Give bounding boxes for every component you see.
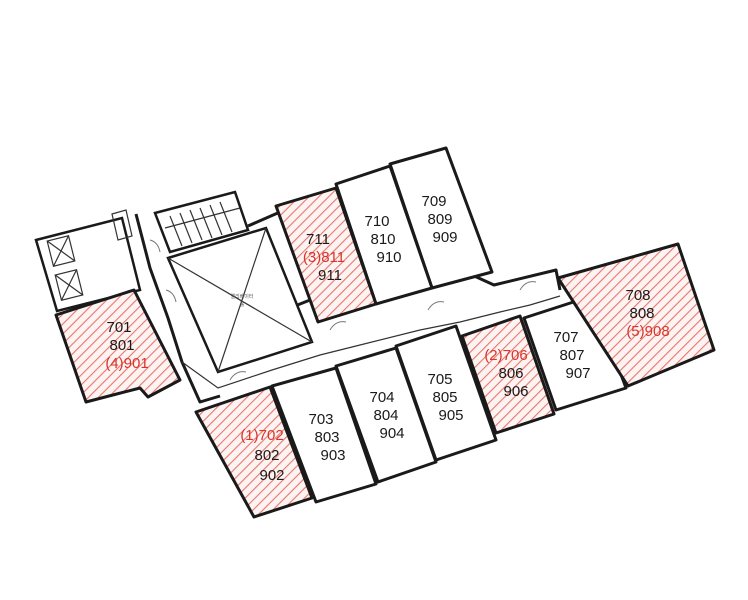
room-704-line-1: 704	[369, 389, 394, 406]
room-705-line-3: 905	[438, 407, 463, 424]
room-706: (2)706 806 906	[460, 314, 556, 435]
room-702-line-2: 802	[254, 447, 279, 464]
room-707-line-3: 907	[565, 365, 590, 382]
room-709-line-1: 709	[421, 193, 446, 210]
room-708-line-1: 708	[625, 287, 650, 304]
room-705-line-2: 805	[432, 389, 457, 406]
room-701-line-3: (4)901	[105, 355, 148, 372]
room-709-line-2: 809	[427, 211, 452, 228]
room-708-line-2: 808	[629, 305, 654, 322]
room-703-line-1: 703	[308, 411, 333, 428]
room-710-line-1: 710	[364, 213, 389, 230]
room-706-line-3: 906	[503, 383, 528, 400]
stairwell	[153, 190, 250, 254]
room-711-line-2: (3)811	[303, 249, 345, 266]
room-701: 701 801 (4)901	[54, 288, 182, 404]
room-711-line-3: 911	[318, 267, 342, 284]
room-703: 703 803 903	[270, 366, 378, 504]
room-705-line-1: 705	[427, 371, 452, 388]
svg-text:홀: 홀	[240, 301, 245, 308]
room-706-line-2: 806	[498, 365, 523, 382]
room-707-line-2: 807	[559, 347, 584, 364]
svg-text:엘리베이터: 엘리베이터	[230, 293, 253, 300]
room-711-line-1: 711	[306, 231, 330, 248]
room-708: 708 808 (5)908	[556, 242, 716, 388]
room-702-line-3: 902	[259, 467, 284, 484]
room-705: 705 805 905	[394, 324, 498, 462]
room-703-line-3: 903	[320, 447, 345, 464]
room-703-line-2: 803	[314, 429, 339, 446]
room-701-line-2: 801	[109, 337, 134, 354]
room-706-line-1: (2)706	[484, 347, 527, 364]
atrium: 엘리베이터 홀	[166, 226, 314, 374]
room-704-line-2: 804	[373, 407, 398, 424]
elevator-block	[34, 209, 142, 313]
room-709-line-3: 909	[432, 229, 457, 246]
room-701-line-1: 701	[106, 319, 131, 336]
room-710-line-3: 910	[376, 249, 401, 266]
room-702-line-1: (1)702	[240, 427, 283, 444]
room-707-line-1: 707	[553, 329, 578, 346]
room-711: 711 (3)811 911	[274, 186, 378, 324]
room-710-line-2: 810	[370, 231, 395, 248]
room-704-line-3: 904	[379, 425, 404, 442]
room-708-line-3: (5)908	[626, 323, 669, 340]
room-702: (1)702 802 902	[194, 385, 314, 519]
room-709: 709 809 909	[388, 146, 494, 290]
room-704: 704 804 904	[334, 346, 438, 484]
